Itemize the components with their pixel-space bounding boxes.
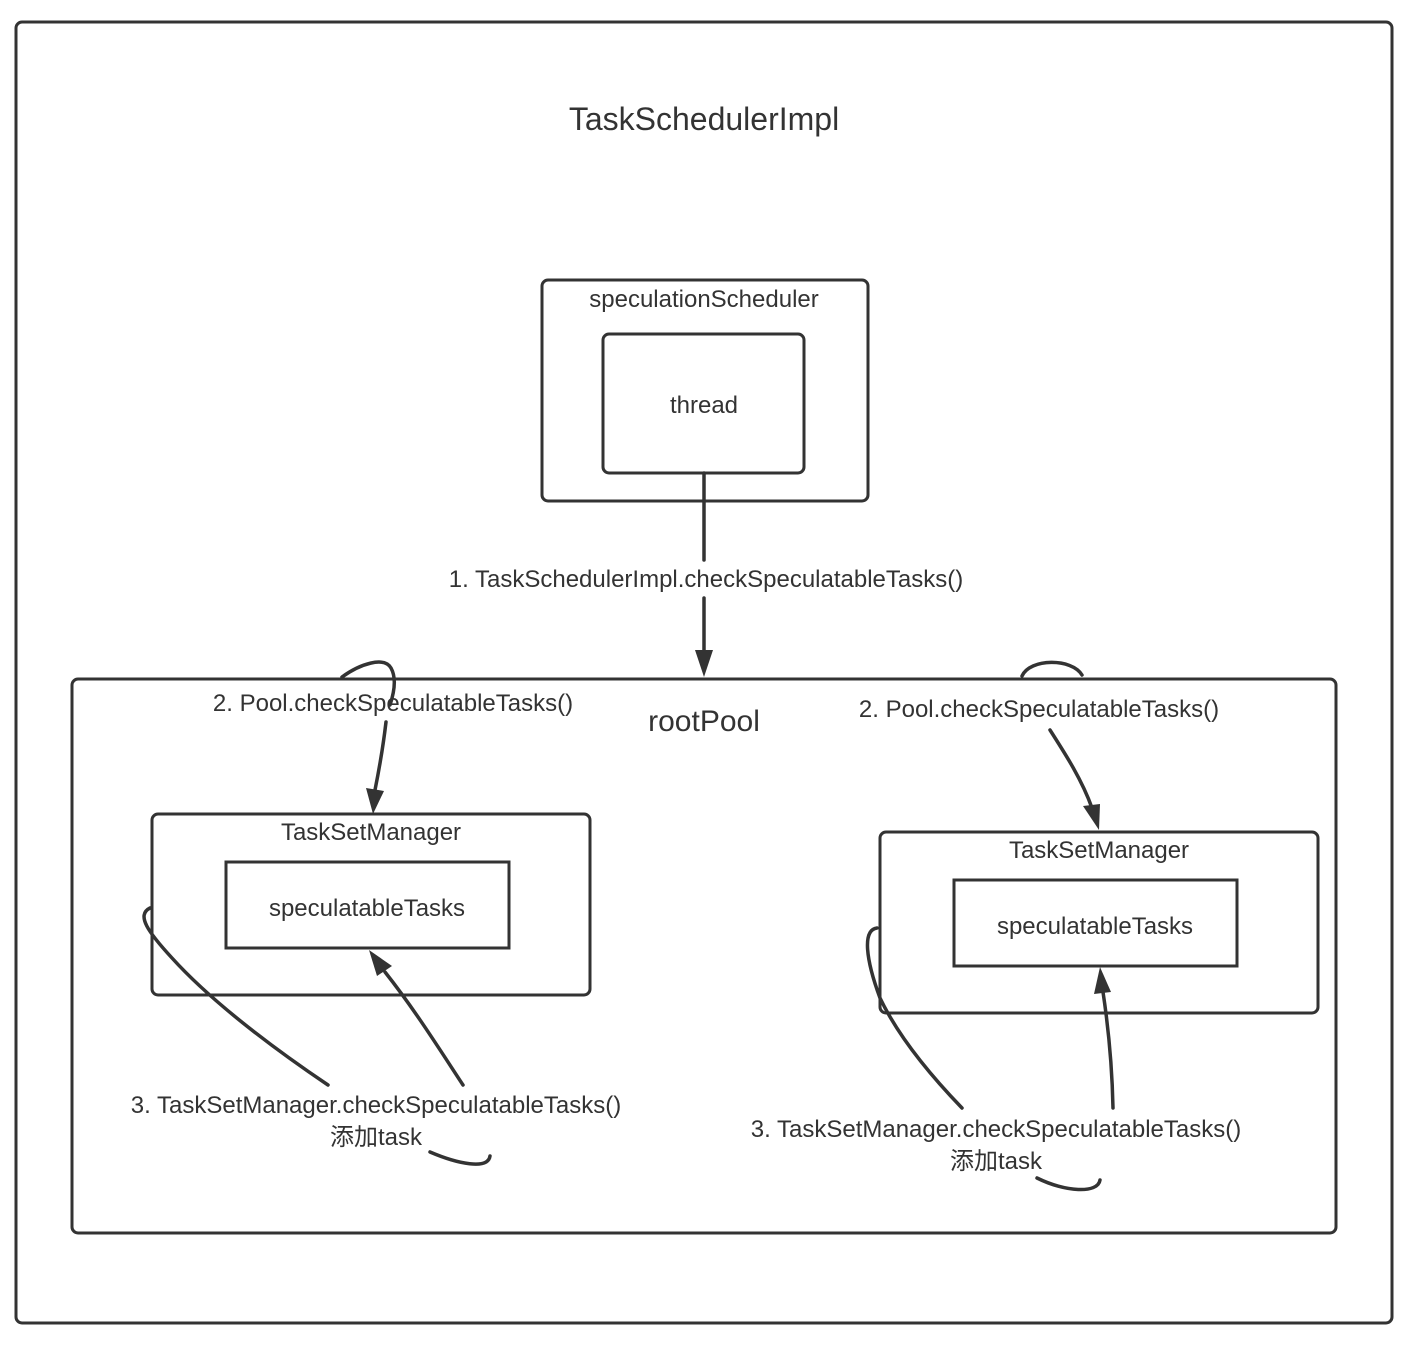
task-set-manager-right-title: TaskSetManager	[1009, 837, 1189, 864]
step2-right-edge-lower	[1048, 728, 1094, 810]
step2-right-label: 2. Pool.checkSpeculatableTasks()	[859, 696, 1219, 723]
step3-left-loop-tail	[428, 1150, 492, 1166]
step3-left-label-line2: 添加task	[330, 1124, 423, 1151]
task-set-manager-left-title: TaskSetManager	[281, 819, 461, 846]
step3-right-label-line1: 3. TaskSetManager.checkSpeculatableTasks…	[751, 1116, 1242, 1143]
step3-right-arrowhead	[1094, 967, 1111, 994]
step3-left-loop-edge	[142, 906, 330, 1087]
step2-left-arrowhead	[366, 788, 384, 814]
speculatable-tasks-right-label: speculatableTasks	[997, 913, 1193, 940]
step2-left-edge-lower	[373, 720, 388, 792]
step2-left-edge	[340, 660, 396, 707]
step2-right-arrowhead	[1083, 804, 1100, 830]
speculation-scheduler-title: speculationScheduler	[589, 286, 819, 313]
step2-left-label: 2. Pool.checkSpeculatableTasks()	[213, 690, 573, 717]
step3-right-loop-edge	[865, 926, 964, 1110]
step1-arrowhead	[695, 650, 713, 677]
root-pool-title: rootPool	[648, 705, 760, 738]
step1-label: 1. TaskSchedulerImpl.checkSpeculatableTa…	[449, 566, 963, 593]
step3-right-label-line2: 添加task	[950, 1148, 1043, 1175]
step3-right-loop-tail	[1035, 1176, 1102, 1192]
speculatable-tasks-left-box	[224, 860, 511, 950]
task-scheduler-impl-title: TaskSchedulerImpl	[569, 101, 839, 137]
step3-left-arrowhead	[369, 950, 392, 976]
step3-left-label-line1: 3. TaskSetManager.checkSpeculatableTasks…	[131, 1092, 622, 1119]
speculatable-tasks-right-box	[952, 878, 1239, 968]
thread-label: thread	[670, 392, 738, 419]
step2-right-edge	[1020, 660, 1084, 678]
step3-left-return-edge	[383, 970, 465, 1087]
step3-right-return-edge	[1101, 990, 1115, 1110]
speculatable-tasks-left-label: speculatableTasks	[269, 895, 465, 922]
